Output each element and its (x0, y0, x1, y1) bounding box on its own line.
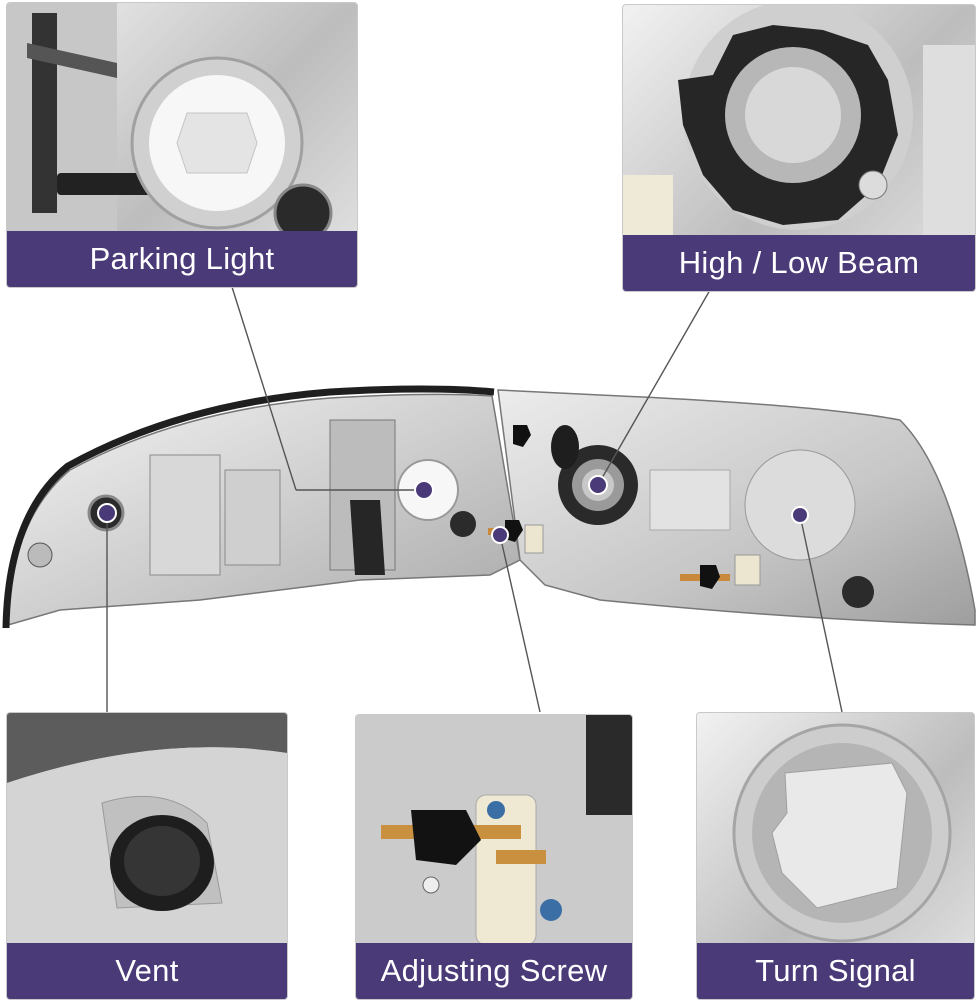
leader-lines (106, 286, 843, 713)
adjusting-screw-top (513, 425, 531, 447)
parking-light-panel: Parking Light (6, 2, 358, 288)
callout-markers (97, 475, 809, 544)
adjusting-screw-panel: Adjusting Screw (355, 714, 633, 1000)
turn-signal-label: Turn Signal (697, 943, 974, 999)
high-low-beam-photo (623, 5, 975, 235)
vent-panel: Vent (6, 712, 288, 1000)
vent-photo (7, 713, 287, 943)
adjusting-screw-label: Adjusting Screw (356, 943, 632, 999)
adjusting-screw-right (680, 554, 761, 589)
black-gasket (2, 385, 495, 629)
turn-signal-panel: Turn Signal (696, 712, 975, 1000)
right-housing (497, 389, 976, 626)
high-low-beam-label: High / Low Beam (623, 235, 975, 291)
high-low-beam-panel: High / Low Beam (622, 4, 976, 292)
vent-label: Vent (7, 943, 287, 999)
parking-light-photo (7, 3, 333, 243)
adjusting-screw-photo (356, 715, 632, 946)
parking-light-label: Parking Light (7, 231, 357, 287)
turn-signal-photo (732, 723, 952, 943)
